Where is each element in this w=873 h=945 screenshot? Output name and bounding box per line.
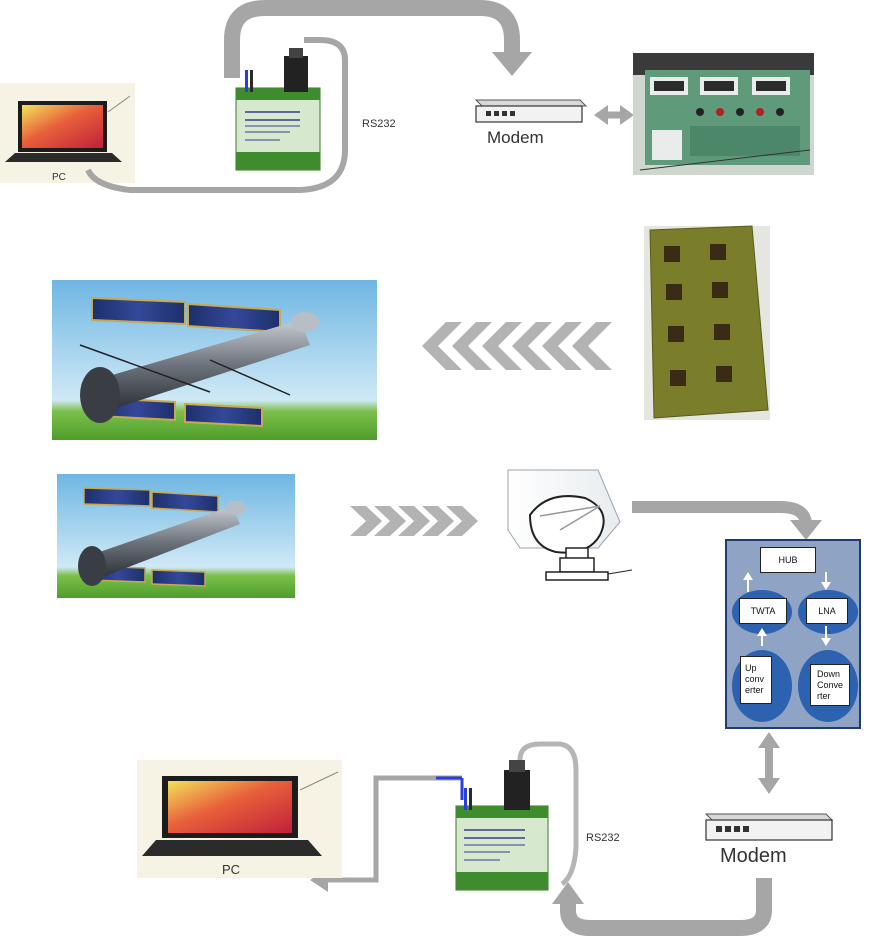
dish-to-hub-arrow <box>632 501 822 540</box>
lna-box: LNA <box>806 598 848 624</box>
downconverter-line-1: Down <box>817 669 841 679</box>
pc-label-bottom: PC <box>222 862 241 877</box>
downconverter-box: Down Conve rter <box>810 664 850 706</box>
modem-equipment-double-arrow <box>594 105 634 125</box>
rs232-label-bottom: RS232 <box>586 832 620 844</box>
satellite-image-small <box>57 474 295 598</box>
modem-top <box>474 99 588 123</box>
modem-label-top: Modem <box>487 128 544 147</box>
downlink-chevrons <box>422 322 612 370</box>
modem-bottom <box>704 813 834 841</box>
upconverter-line-2: conv <box>745 674 765 684</box>
satellite-image-large <box>52 280 377 440</box>
downconverter-line-2: Conve <box>817 680 844 690</box>
interface-device-bottom <box>455 760 549 891</box>
twta-box: TWTA <box>739 598 787 624</box>
patch-antenna-board <box>644 225 770 420</box>
bottom-curved-arrow <box>552 878 772 936</box>
rs232-label-top: RS232 <box>362 118 396 130</box>
interface-device-top <box>235 48 321 171</box>
hub-box: HUB <box>760 547 816 573</box>
power-supply-photo <box>633 53 814 175</box>
top-curved-arrow <box>224 0 532 78</box>
pc-laptop-top <box>0 83 135 183</box>
upconverter-box: Up conv erter <box>740 656 772 704</box>
hub-modem-double-arrow <box>758 732 780 794</box>
pc-label-top: PC <box>52 172 66 183</box>
modem-label-bottom: Modem <box>720 845 787 867</box>
downconverter-line-3: rter <box>817 691 831 701</box>
upconverter-line-1: Up <box>745 663 757 673</box>
upconverter-line-3: erter <box>745 685 764 695</box>
dish-antenna <box>507 469 633 581</box>
pc-laptop-bottom <box>137 760 342 878</box>
uplink-chevrons <box>350 506 478 536</box>
top-pc-cable <box>85 37 348 193</box>
bottom-modem-cable <box>517 741 579 887</box>
